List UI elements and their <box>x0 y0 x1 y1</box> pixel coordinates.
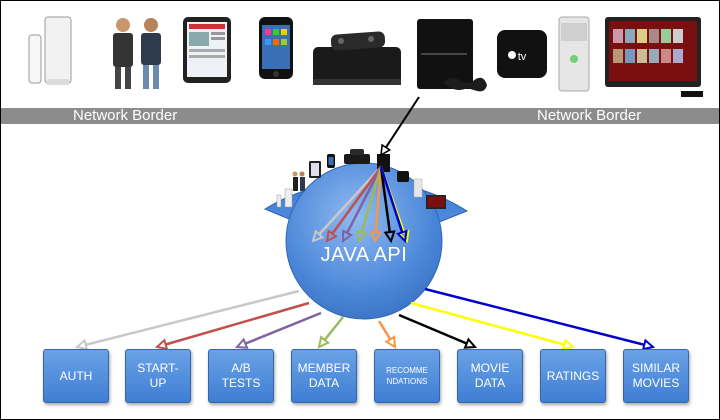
svg-text:tv: tv <box>518 51 527 63</box>
fan-arrow-member-data <box>355 166 383 244</box>
service-arrow-similar-movies <box>424 287 656 351</box>
apple-tv-icon: tv <box>495 28 549 85</box>
service-box-ratings: RATINGS <box>540 349 606 403</box>
roku-box-icon <box>307 29 407 96</box>
fan-arrow-ab-tests <box>341 166 383 243</box>
fan-iphone-icon <box>327 154 335 168</box>
network-border-label-left: Network Border <box>73 107 178 124</box>
xbox-console-icon <box>555 15 595 100</box>
network-border-band <box>1 108 719 124</box>
service-arrow-movie-data <box>398 313 478 349</box>
service-box-ab-tests: A/B TESTS <box>208 349 274 403</box>
fan-arrow-movie-data <box>379 166 396 244</box>
network-border-label-right: Network Border <box>537 107 642 124</box>
service-box-similar-movies: SIMILAR MOVIES <box>623 349 689 403</box>
fan-ipad-icon <box>309 161 321 178</box>
fan-apple-tv-icon <box>397 171 409 182</box>
java-api-label: JAVA API <box>320 244 408 266</box>
wii-console-icon <box>25 13 89 94</box>
ipad-icon <box>181 15 233 90</box>
ps3-console-icon <box>413 17 489 102</box>
service-box-recommendations: RECOMME NDATIONS <box>374 349 440 403</box>
people-icon <box>107 15 167 98</box>
fan-xbox-icon <box>413 178 423 198</box>
service-box-auth: AUTH <box>43 349 109 403</box>
fan-roku-icon <box>344 149 370 164</box>
fan-arrow-auth <box>311 166 382 243</box>
service-arrow-recommendations <box>377 320 397 349</box>
device-request-arrow <box>380 96 420 157</box>
fan-arrow-start-up <box>325 166 383 243</box>
fan-wii-icon <box>276 188 293 208</box>
service-arrow-ratings <box>410 301 576 351</box>
service-arrow-ab-tests <box>234 311 322 349</box>
service-box-movie-data: MOVIE DATA <box>457 349 523 403</box>
service-arrow-auth <box>74 289 300 351</box>
tv-screen-icon <box>603 15 715 104</box>
service-box-member-data: MEMBER DATA <box>291 349 357 403</box>
service-arrow-start-up <box>154 301 310 351</box>
fan-tv-icon <box>426 195 446 209</box>
service-arrow-member-data <box>317 316 344 349</box>
service-box-start-up: START- UP <box>125 349 191 403</box>
iphone-icon <box>257 15 297 86</box>
fan-arrow-recommendations <box>369 166 383 244</box>
fan-people-icon <box>292 171 305 191</box>
fan-arrow-similar-movies <box>379 166 408 244</box>
